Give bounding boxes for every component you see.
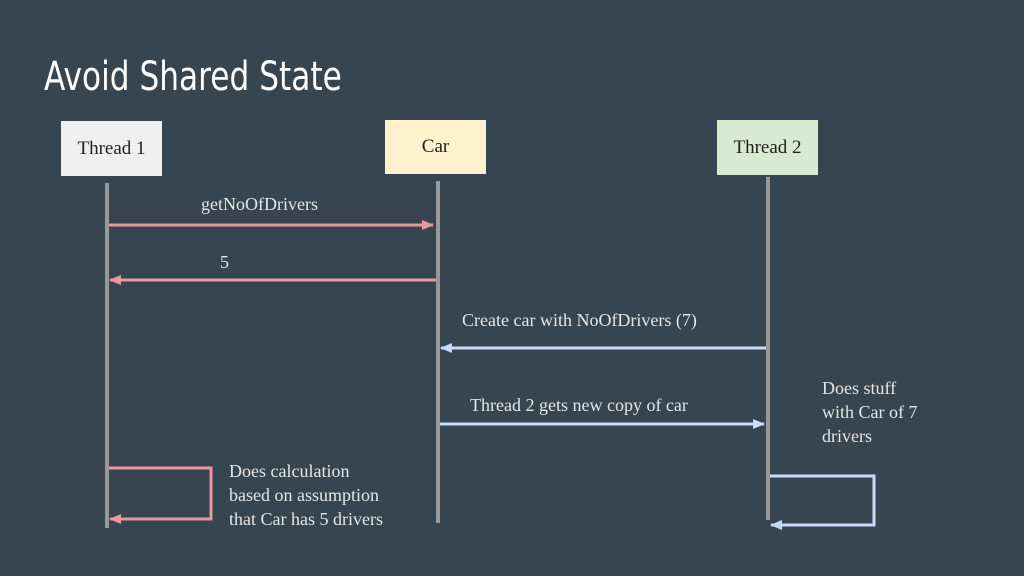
message-get-no-of-drivers: getNoOfDrivers (201, 194, 318, 214)
note-thread-1: Does calculation based on assumption tha… (229, 461, 383, 529)
message-create-car: Create car with NoOfDrivers (7) (462, 310, 697, 330)
message-return-value: 5 (220, 252, 229, 272)
actor-thread-1: Thread 1 (61, 121, 162, 176)
arrow-thread-1-self-loop (109, 466, 213, 524)
slide-title: Avoid Shared State (44, 54, 342, 100)
note-thread-2: Does stuff with Car of 7 drivers (822, 378, 918, 446)
actor-car: Car (385, 120, 486, 174)
message-gets-new-copy: Thread 2 gets new copy of car (470, 395, 688, 415)
arrow-thread-2-self-loop (770, 474, 876, 530)
actor-thread-2: Thread 2 (717, 120, 818, 175)
